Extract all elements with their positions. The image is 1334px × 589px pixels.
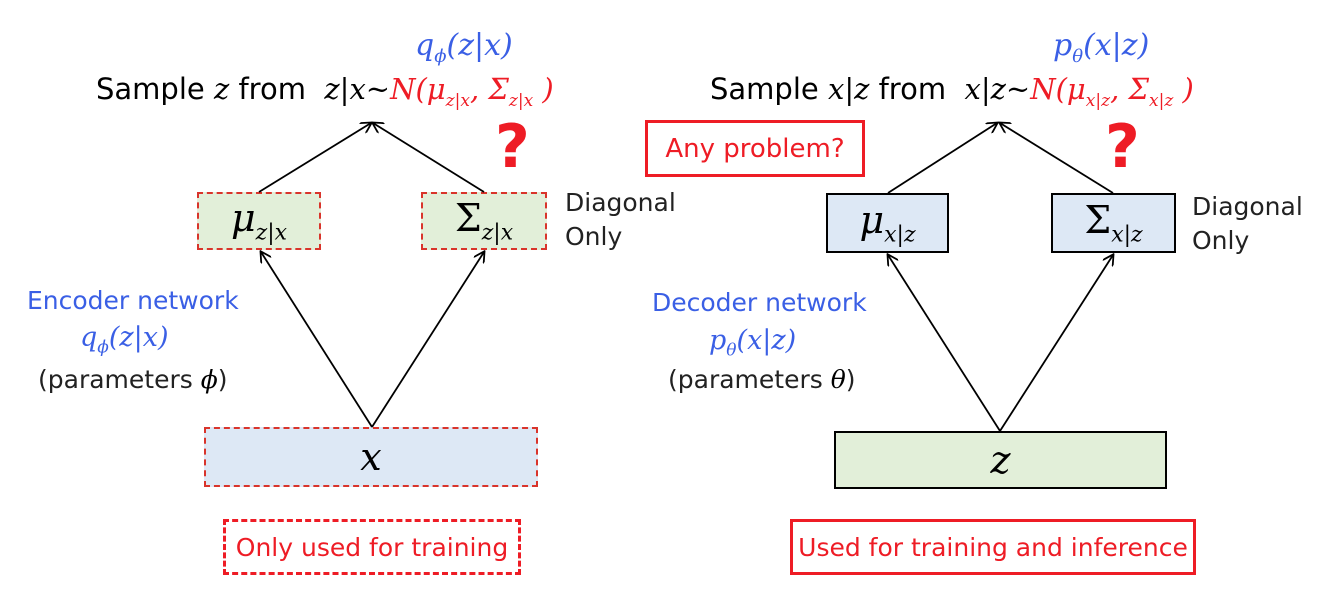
decoder-params: (parameters θ): [668, 365, 856, 394]
diagonal-line2: Only: [565, 222, 623, 251]
arrow-mu-to-sample-right: [887, 123, 997, 194]
decoder-mean-box: μx|z: [826, 193, 949, 253]
question-box: Any problem?: [645, 120, 865, 177]
encoder-usage-note: Only used for training: [223, 519, 521, 575]
arrow-z-to-mu: [888, 255, 1001, 432]
decoder-covariance-box: Σx|z: [1051, 193, 1176, 253]
encoder-usage-text: Only used for training: [235, 532, 509, 562]
arrow-x-to-mu: [261, 252, 373, 428]
diagonal-line2-right: Only: [1192, 226, 1250, 255]
arrow-z-to-sigma: [999, 255, 1113, 432]
sample-prefix: Sample: [96, 72, 214, 106]
sample-prefix-right: Sample: [710, 72, 828, 106]
encoder-diagonal-note: Diagonal Only: [565, 186, 676, 254]
diagonal-line1: Diagonal: [565, 188, 676, 217]
question-mark-icon: ?: [495, 112, 530, 182]
encoder-network-function: qϕ(z|x): [80, 322, 169, 358]
arrow-mu-to-sample: [258, 123, 371, 193]
decoder-network-function: pθ(x|z): [709, 325, 797, 361]
sample-mid: from: [229, 72, 325, 106]
decoder-usage-text: Used for training and inference: [798, 532, 1188, 562]
arrow-x-to-sigma: [371, 252, 484, 428]
decoder-network-label: Decoder network: [652, 288, 867, 317]
encoder-sample-statement: Sample z from z|x~N(μz|x, Σz|x ): [96, 72, 554, 111]
question-text: Any problem?: [665, 133, 845, 164]
encoder-covariance-box: Σz|x: [421, 192, 547, 250]
sample-variable-right: x|z: [827, 72, 870, 106]
encoder-input-box: x: [204, 427, 538, 487]
encoder-input-variable: x: [360, 435, 382, 479]
question-mark-icon-right: ?: [1105, 112, 1140, 182]
sample-variable: z: [213, 72, 230, 106]
decoder-posterior-label: pθ(x|z): [1053, 28, 1150, 67]
encoder-mean-box: μz|x: [197, 192, 321, 250]
decoder-diagonal-note: Diagonal Only: [1192, 190, 1303, 258]
decoder-input-variable: z: [990, 438, 1011, 482]
sample-mid-right: from: [869, 72, 965, 106]
decoder-sample-statement: Sample x|z from x|z~N(μx|z, Σx|z ): [710, 72, 1194, 111]
encoder-posterior-label: qϕ(z|x): [415, 28, 513, 67]
diagonal-line1-right: Diagonal: [1192, 192, 1303, 221]
encoder-params: (parameters ϕ): [38, 365, 228, 394]
arrow-sigma-to-sample-right: [1000, 123, 1114, 194]
decoder-input-box: z: [834, 431, 1167, 489]
decoder-usage-note: Used for training and inference: [790, 519, 1196, 575]
encoder-network-label: Encoder network: [27, 286, 239, 315]
arrow-sigma-to-sample: [373, 123, 485, 193]
